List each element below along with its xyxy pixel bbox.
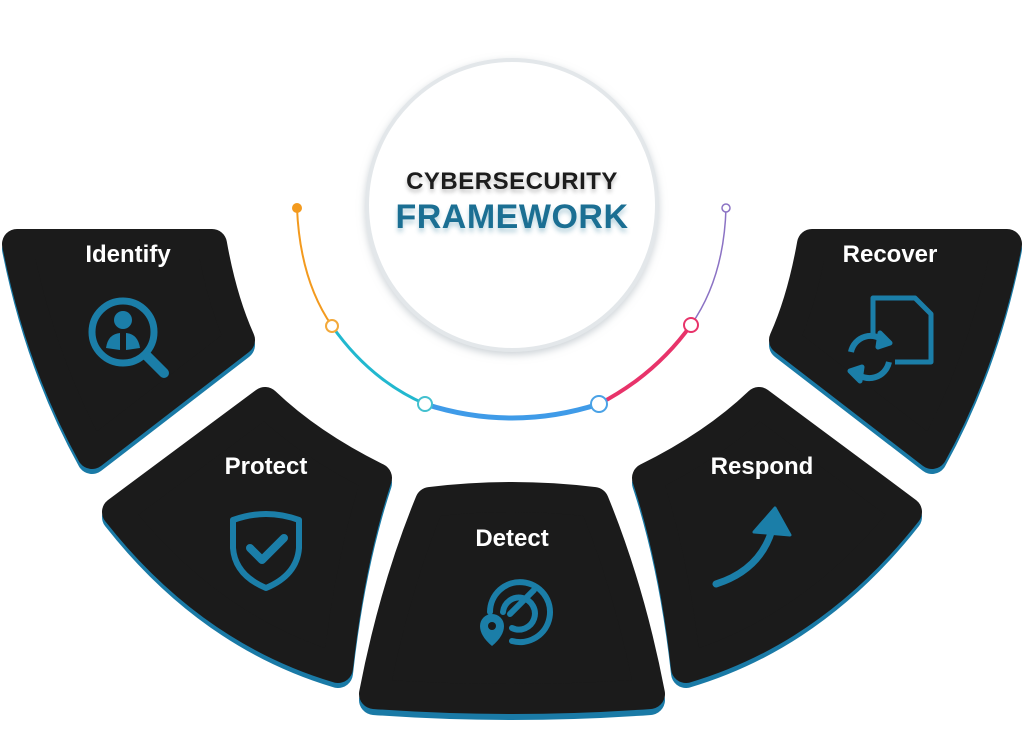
title-line-1: CYBERSECURITY [406,168,618,195]
curved-arrow-icon [712,506,792,588]
center-circle [365,58,659,352]
panel-respond[interactable] [632,387,922,688]
arc-node [325,319,339,333]
arc-node-start [292,203,302,213]
stage-label-identify: Identify [85,241,171,268]
search-user-icon [88,297,169,378]
stage-label-protect: Protect [224,453,308,480]
arc-segment-pink [597,323,693,406]
stage-label-recover: Recover [842,241,938,268]
arc-node [683,317,699,333]
shield-check-icon [230,511,302,591]
arc-node-end [721,203,731,213]
panel-protect[interactable] [102,387,392,688]
arc-node [590,395,608,413]
arc-segment-cyan [330,324,427,406]
stage-label-detect: Detect [475,525,549,552]
panel-recover[interactable] [769,229,1022,474]
panel-detect[interactable] [359,482,665,720]
arc-segment-orange [296,207,333,327]
stage-label-respond: Respond [710,453,814,480]
arc-node [417,396,433,412]
arc-segment-purple [690,207,727,326]
title-line-2: FRAMEWORK [395,198,629,236]
progress-arc [296,207,727,421]
arc-segment-blue [422,401,602,421]
file-refresh-icon [847,295,934,384]
panel-identify[interactable] [2,229,255,474]
radar-location-icon [480,579,553,646]
